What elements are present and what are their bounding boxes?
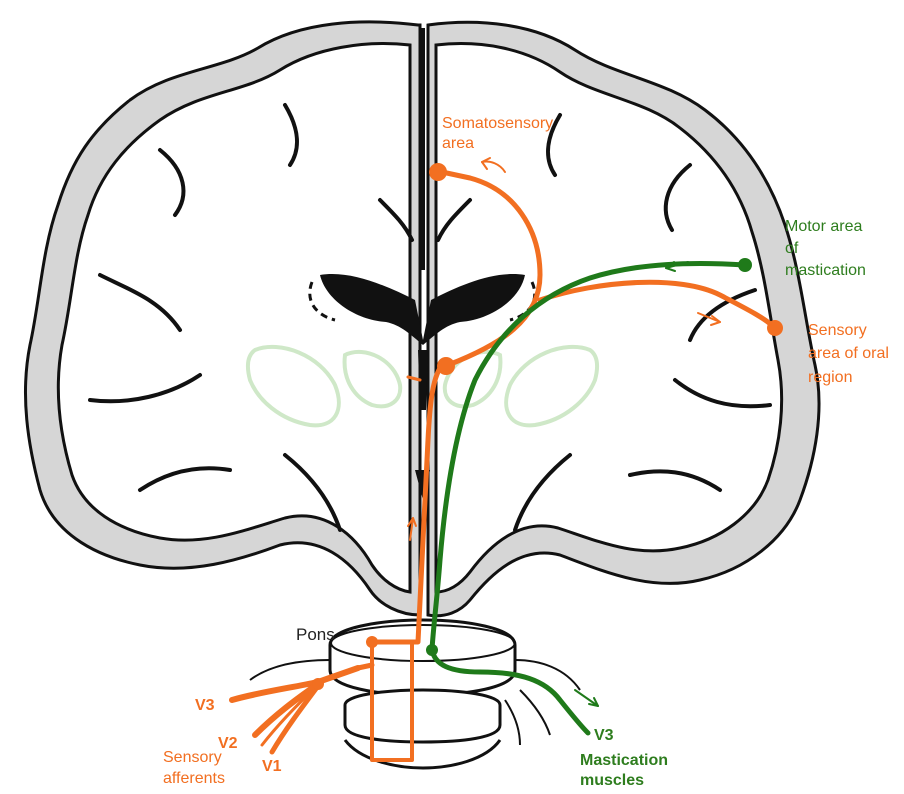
neuron-cell-body-icon bbox=[738, 258, 752, 272]
medulla bbox=[345, 690, 500, 742]
neuron-cell-body-icon bbox=[437, 357, 455, 375]
sensory-afferents-label-2: afferents bbox=[163, 770, 225, 787]
sensory-afferents-label-1: Sensory bbox=[163, 749, 222, 766]
neuron-cell-body-icon bbox=[426, 644, 438, 656]
mastication-label-1: Mastication bbox=[580, 752, 668, 769]
neuron-cell-body-icon bbox=[429, 163, 447, 181]
mastication-label-2: muscles bbox=[580, 772, 644, 789]
motor-area-label-2: of bbox=[785, 240, 799, 257]
sensory-oral-label-2: area of oral bbox=[808, 345, 889, 362]
v1-afferent bbox=[272, 686, 318, 752]
neuron-cell-body-icon bbox=[366, 636, 378, 648]
v1-label: V1 bbox=[262, 758, 282, 775]
sensory-oral-label-3: region bbox=[808, 369, 852, 386]
motor-area-label-3: mastication bbox=[785, 262, 866, 279]
sensory-oral-label-1: Sensory bbox=[808, 322, 867, 339]
v3-sensory-label: V3 bbox=[195, 697, 215, 714]
somatosensory-label-1: Somatosensory bbox=[442, 115, 553, 132]
motor-area-label-1: Motor area bbox=[785, 218, 862, 235]
v3-motor-label: V3 bbox=[594, 727, 614, 744]
pons-label: Pons bbox=[296, 625, 335, 644]
neuron-cell-body-icon bbox=[312, 678, 324, 690]
neuron-cell-body-icon bbox=[767, 320, 783, 336]
somatosensory-label-2: area bbox=[442, 135, 474, 152]
v3-afferent bbox=[232, 668, 358, 700]
